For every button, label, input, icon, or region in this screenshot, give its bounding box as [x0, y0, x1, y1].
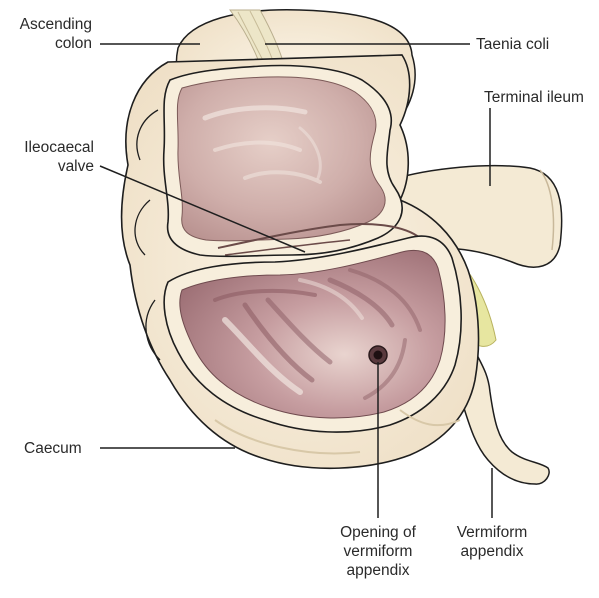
- label-opening-of-vermiform-appendix: Opening of vermiform appendix: [328, 523, 428, 580]
- label-vermiform-appendix-line1: Vermiform: [446, 523, 538, 542]
- label-ileocaecal-valve-line1: Ileocaecal: [4, 138, 94, 157]
- label-ascending-colon-line1: Ascending: [8, 15, 92, 34]
- upper-mucosa: [177, 77, 385, 241]
- label-opening-line1: Opening of: [328, 523, 428, 542]
- label-taenia-coli: Taenia coli: [476, 35, 549, 54]
- label-ileocaecal-valve-line2: valve: [4, 157, 94, 176]
- label-terminal-ileum: Terminal ileum: [484, 88, 584, 107]
- label-opening-line2: vermiform: [328, 542, 428, 561]
- label-opening-line3: appendix: [328, 561, 428, 580]
- label-ascending-colon-line2: colon: [8, 34, 92, 53]
- label-vermiform-appendix-line2: appendix: [446, 542, 538, 561]
- label-ileocaecal-valve: Ileocaecal valve: [4, 138, 94, 176]
- label-ascending-colon: Ascending colon: [8, 15, 92, 53]
- label-vermiform-appendix: Vermiform appendix: [446, 523, 538, 561]
- label-caecum: Caecum: [24, 439, 82, 458]
